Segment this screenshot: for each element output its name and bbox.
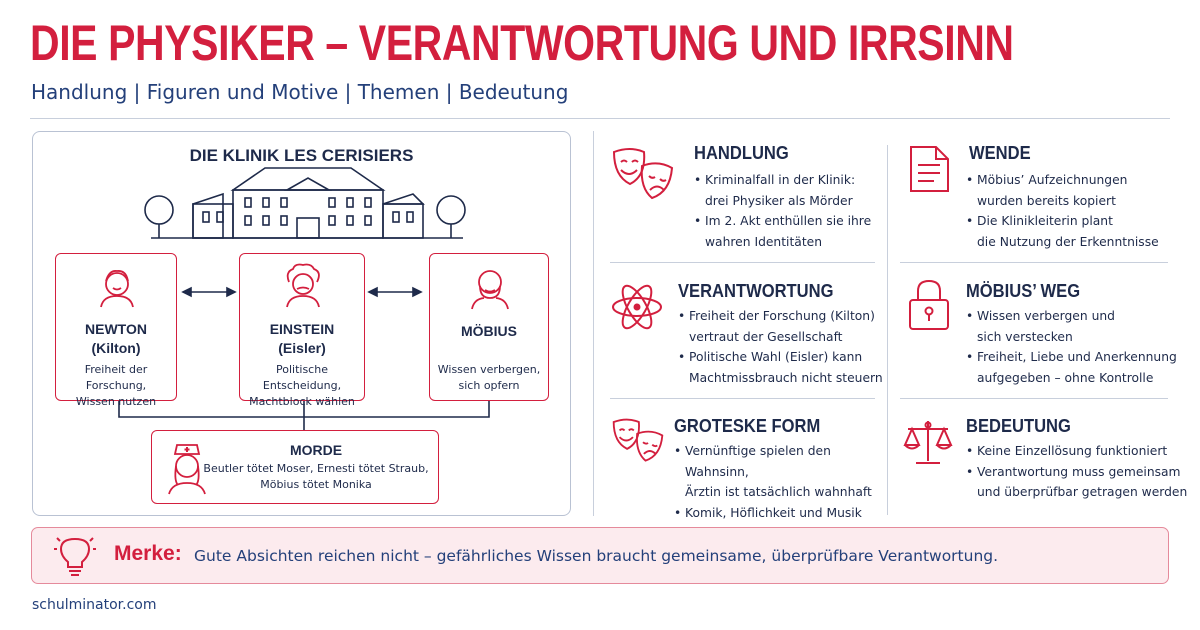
morde-card: MORDE Beutler tötet Moser, Ernesti tötet… [151,430,439,504]
arrow-einstein-moebius [367,286,423,298]
list-item: Politische Wahl (Eisler) kann Machtmissb… [678,347,888,388]
page-title: DIE PHYSIKER – VERANTWORTUNG UND IRRSINN [30,15,1014,71]
clinic-title: DIE KLINIK LES CERISIERS [189,146,414,165]
wende-title: WENDE [969,143,1031,163]
newton-person-icon [100,270,134,308]
nurse-icon [168,444,206,495]
morde-title: MORDE [289,442,343,458]
moebius-name: MÖBIUS [461,323,517,339]
newton-card: NEWTON (Kilton) Freiheit der Forschung, … [55,253,177,408]
handlung-title: HANDLUNG [694,143,789,163]
merke-box: Merke: Gute Absichten reichen nicht – ge… [31,527,1169,584]
wende-bullets: Möbius’ Aufzeichnungen wurden bereits ko… [966,170,1176,252]
clinic-building-icon [151,167,463,239]
list-item: Die Klinikleiterin plant die Nutzung der… [966,211,1176,252]
arrow-newton-einstein [181,286,237,298]
list-item: Freiheit der Forschung (Kilton) vertraut… [678,306,888,347]
einstein-person-icon [286,263,320,308]
list-item: Möbius’ Aufzeichnungen wurden bereits ko… [966,170,1176,211]
moebius-person-icon [471,270,509,310]
footer-source: schulminator.com [32,597,157,613]
panel-divider [593,131,594,516]
merke-text: Gute Absichten reichen nicht – gefährlic… [194,547,999,565]
list-item: Keine Einzellösung funktioniert [966,441,1196,462]
scales-icon [903,421,953,464]
lightbulb-icon [54,537,96,576]
einstein-desc: Politische Entscheidung, Machtblock wähl… [249,363,355,408]
moebius-card: MÖBIUS Wissen verbergen, sich opfern [429,253,549,401]
page-subtitle: Handlung | Figuren und Motive | Themen |… [31,80,569,104]
newton-desc: Freiheit der Forschung, Wissen nutzen [75,363,157,408]
header-divider [30,118,1170,119]
list-item: Im 2. Akt enthüllen sie ihre wahren Iden… [694,211,884,252]
handlung-bullets: Kriminalfall in der Klinik: drei Physike… [694,170,884,252]
atom-icon [612,284,662,330]
einstein-card: EINSTEIN (Eisler) Politische Entscheidun… [239,253,365,408]
list-item: Freiheit, Liebe und Anerkennung aufgegeb… [966,347,1186,388]
verantwortung-bullets: Freiheit der Forschung (Kilton) vertraut… [678,306,888,388]
morde-desc: Beutler tötet Moser, Ernesti tötet Strau… [203,462,429,491]
tree-icon [436,195,466,238]
list-item: Kriminalfall in der Klinik: drei Physike… [694,170,884,211]
padlock-icon [909,279,949,330]
tree-icon [144,195,174,238]
theater-masks-icon [612,148,674,200]
row-divider [610,262,875,263]
newton-name: NEWTON (Kilton) [85,321,147,356]
einstein-name: EINSTEIN (Eisler) [269,321,335,356]
bedeutung-bullets: Keine Einzellösung funktioniert Verantwo… [966,441,1196,503]
list-item: Wissen verbergen und sich verstecken [966,306,1186,347]
merke-label: Merke: [114,542,182,565]
document-icon [910,146,949,192]
row-divider [900,398,1168,399]
clinic-illustration [118,167,490,430]
moebius-weg-title: MÖBIUS’ WEG [966,281,1081,301]
list-item: Vernünftige spielen den Wahnsinn, Ärztin… [674,441,889,503]
moebius-weg-bullets: Wissen verbergen und sich verstecken Fre… [966,306,1186,388]
list-item: Verantwortung muss gemeinsam und überprü… [966,462,1196,503]
row-divider [610,398,875,399]
row-divider [900,262,1168,263]
groteske-title: GROTESKE FORM [674,416,821,436]
theater-masks-icon [612,418,664,462]
moebius-desc: Wissen verbergen, sich opfern [437,363,541,392]
verantwortung-title: VERANTWORTUNG [678,281,834,301]
clinic-panel: DIE KLINIK LES CERISIERS [32,131,571,516]
connector-lines [118,400,490,430]
bedeutung-title: BEDEUTUNG [966,416,1071,436]
